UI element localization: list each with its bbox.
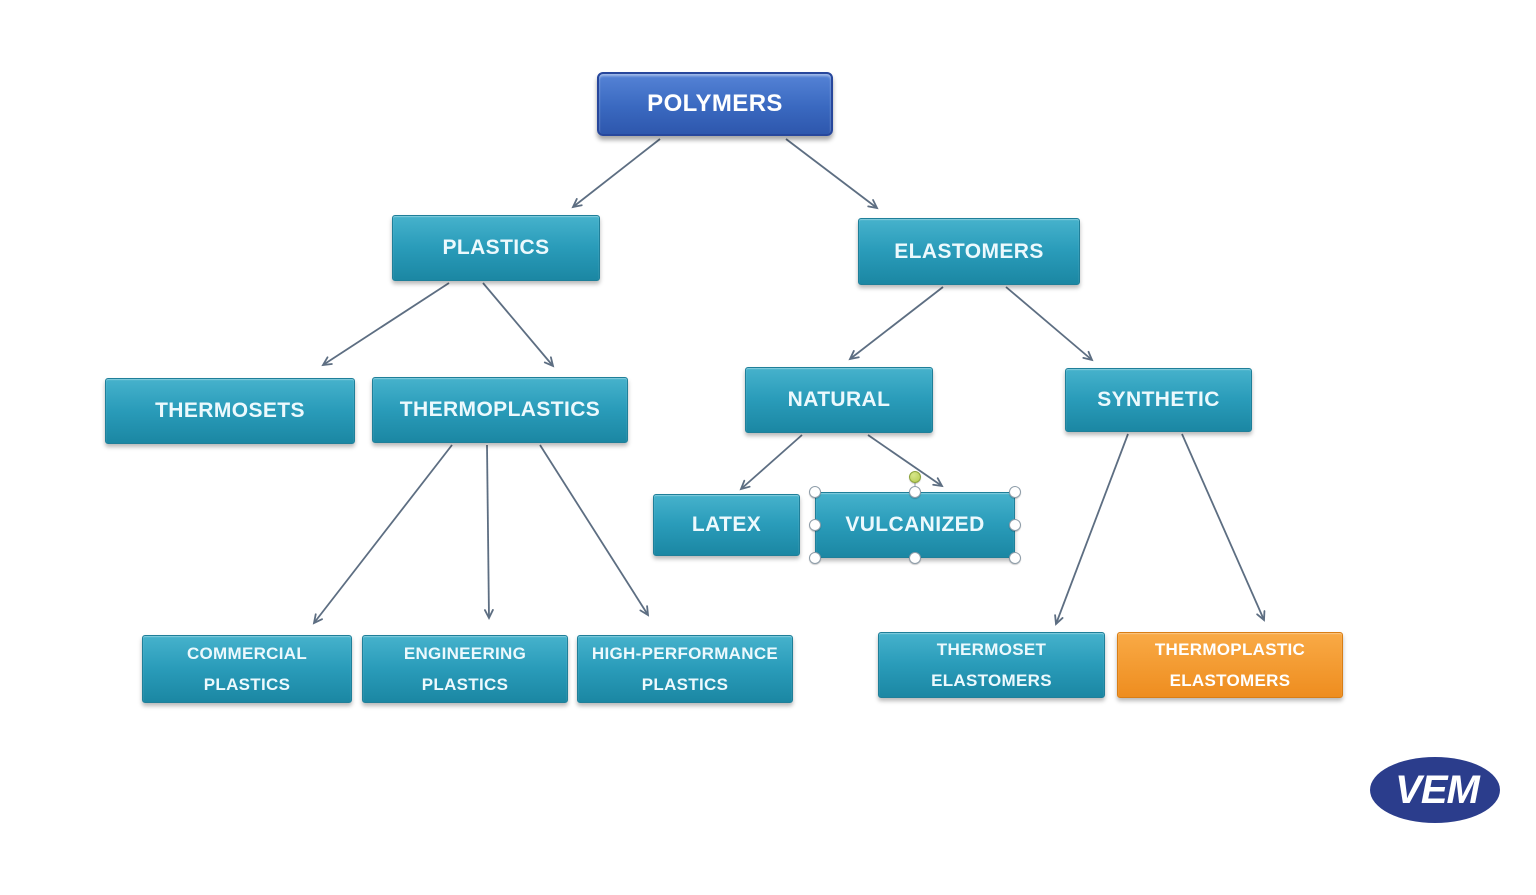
node-thermoplastic-elastomers[interactable]: THERMOPLASTIC ELASTOMERS [1117,632,1343,698]
node-elastomers[interactable]: ELASTOMERS [858,218,1080,285]
node-commercial-plastics[interactable]: COMMERCIAL PLASTICS [142,635,352,703]
vem-logo: VEM [1370,757,1500,823]
selection-handle-nw[interactable] [809,486,821,498]
selection-handle-se[interactable] [1009,552,1021,564]
edge-thermoplastics-highperformance [539,444,650,617]
node-thermosets[interactable]: THERMOSETS [105,378,355,444]
node-label: ENGINEERING PLASTICS [403,643,527,694]
node-vulcanized[interactable]: VULCANIZED [815,492,1015,558]
selection-handle-s[interactable] [909,552,921,564]
edge-synthetic-thermoset-elastomers [1054,433,1129,626]
node-label: THERMOPLASTICS [399,398,601,421]
vem-logo-ellipse [1370,757,1500,823]
node-label: HIGH-PERFORMANCE PLASTICS [591,643,779,694]
edge-synthetic-thermoplastic-elastomers [1181,433,1266,622]
node-label: PLASTICS [442,236,550,259]
selection-handle-n[interactable] [909,486,921,498]
edge-natural-vulcanized [867,434,944,488]
node-label: THERMOSETS [155,399,305,422]
node-plastics[interactable]: PLASTICS [392,215,600,281]
node-latex[interactable]: LATEX [653,494,800,556]
node-label: NATURAL [787,388,891,411]
edge-plastics-thermoplastics [482,282,555,368]
edge-thermoplastics-engineering [484,444,494,621]
node-label: ELASTOMERS [894,239,1044,263]
edge-natural-latex [739,434,803,491]
selection-handle-w[interactable] [809,519,821,531]
rotation-handle[interactable] [909,471,921,483]
node-polymers[interactable]: POLYMERS [597,72,833,136]
edge-polymers-elastomers [785,138,879,210]
node-thermoplastics[interactable]: THERMOPLASTICS [372,377,628,443]
node-label: POLYMERS [647,90,783,117]
node-label: THERMOPLASTIC ELASTOMERS [1154,639,1306,690]
selection-handle-e[interactable] [1009,519,1021,531]
node-label: COMMERCIAL PLASTICS [186,643,308,694]
node-synthetic[interactable]: SYNTHETIC [1065,368,1252,432]
node-engineering-plastics[interactable]: ENGINEERING PLASTICS [362,635,568,703]
node-thermoset-elastomers[interactable]: THERMOSET ELASTOMERS [878,632,1105,698]
edge-elastomers-synthetic [1005,286,1094,362]
node-label: SYNTHETIC [1097,388,1220,411]
edge-plastics-thermosets [321,282,450,367]
edge-thermoplastics-commercial [312,444,453,625]
node-label: VULCANIZED [845,513,985,536]
edge-elastomers-natural [848,286,944,361]
vem-logo-text: VEM [1395,768,1481,812]
selection-handle-ne[interactable] [1009,486,1021,498]
node-high-performance-plastics[interactable]: HIGH-PERFORMANCE PLASTICS [577,635,793,703]
node-label: THERMOSET ELASTOMERS [931,639,1052,690]
node-label: LATEX [691,513,762,536]
node-natural[interactable]: NATURAL [745,367,933,433]
edge-polymers-plastics [571,138,661,209]
selection-handle-sw[interactable] [809,552,821,564]
